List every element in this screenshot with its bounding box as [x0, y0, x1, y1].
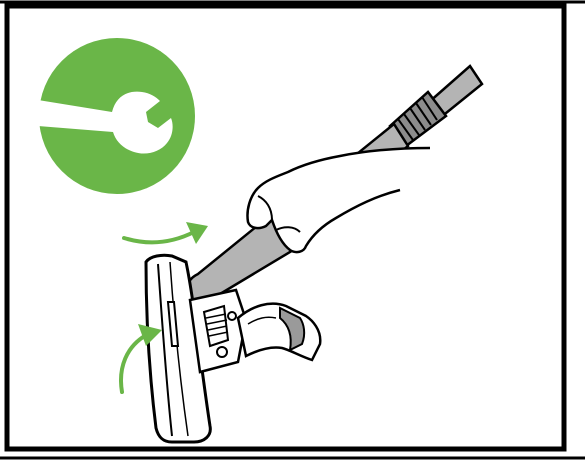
arrow-lower: [121, 334, 148, 392]
arrow-upper: [124, 232, 194, 242]
nozzle-swivel-hose: [238, 304, 320, 360]
maintenance-badge: [38, 38, 195, 194]
nozzle-connector: [190, 290, 246, 372]
